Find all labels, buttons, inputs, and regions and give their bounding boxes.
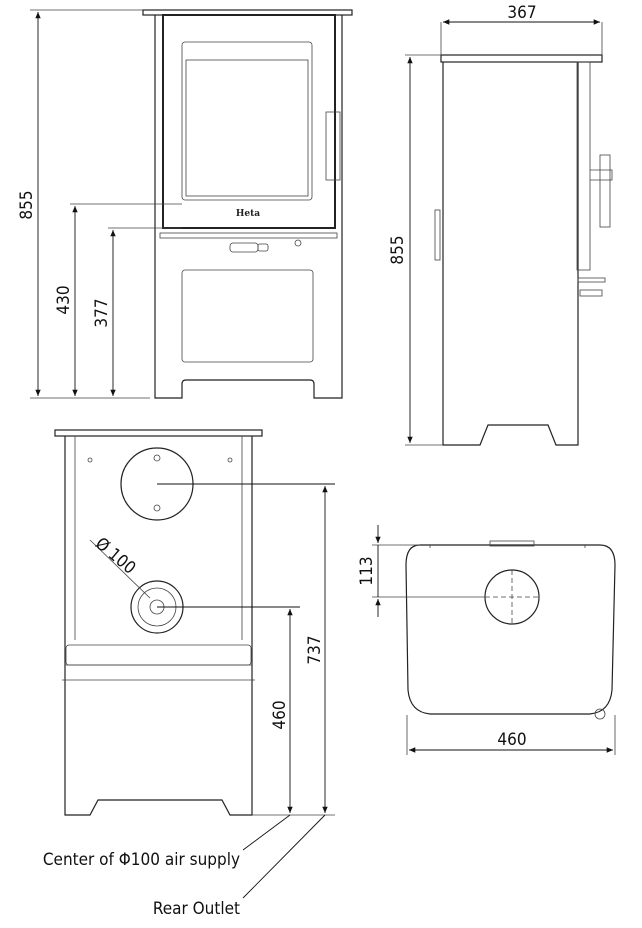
dim-air-diameter: Ø 100 [91, 534, 139, 579]
side-view: 367 855 [388, 3, 613, 446]
brand-logo: Heta [236, 209, 260, 219]
dim-door-bottom: 430 [54, 285, 74, 314]
dim-side-height: 855 [388, 235, 408, 264]
dim-top-width: 460 [497, 730, 526, 750]
dim-outlet-height: 737 [305, 635, 325, 664]
rear-view: Ø 100 737 460 Center of Φ100 air supply … [43, 429, 335, 919]
dim-ash-door: 377 [92, 298, 112, 327]
top-view: 113 460 [357, 525, 616, 755]
annotation-rear-outlet: Rear Outlet [153, 899, 240, 919]
dim-air-height: 460 [270, 700, 290, 729]
front-view: Heta 855 430 377 [17, 9, 353, 399]
annotation-air-supply: Center of Φ100 air supply [43, 850, 240, 870]
dim-side-depth: 367 [507, 3, 536, 23]
dim-front-height: 855 [17, 190, 37, 219]
dim-outlet-offset: 113 [357, 556, 377, 585]
